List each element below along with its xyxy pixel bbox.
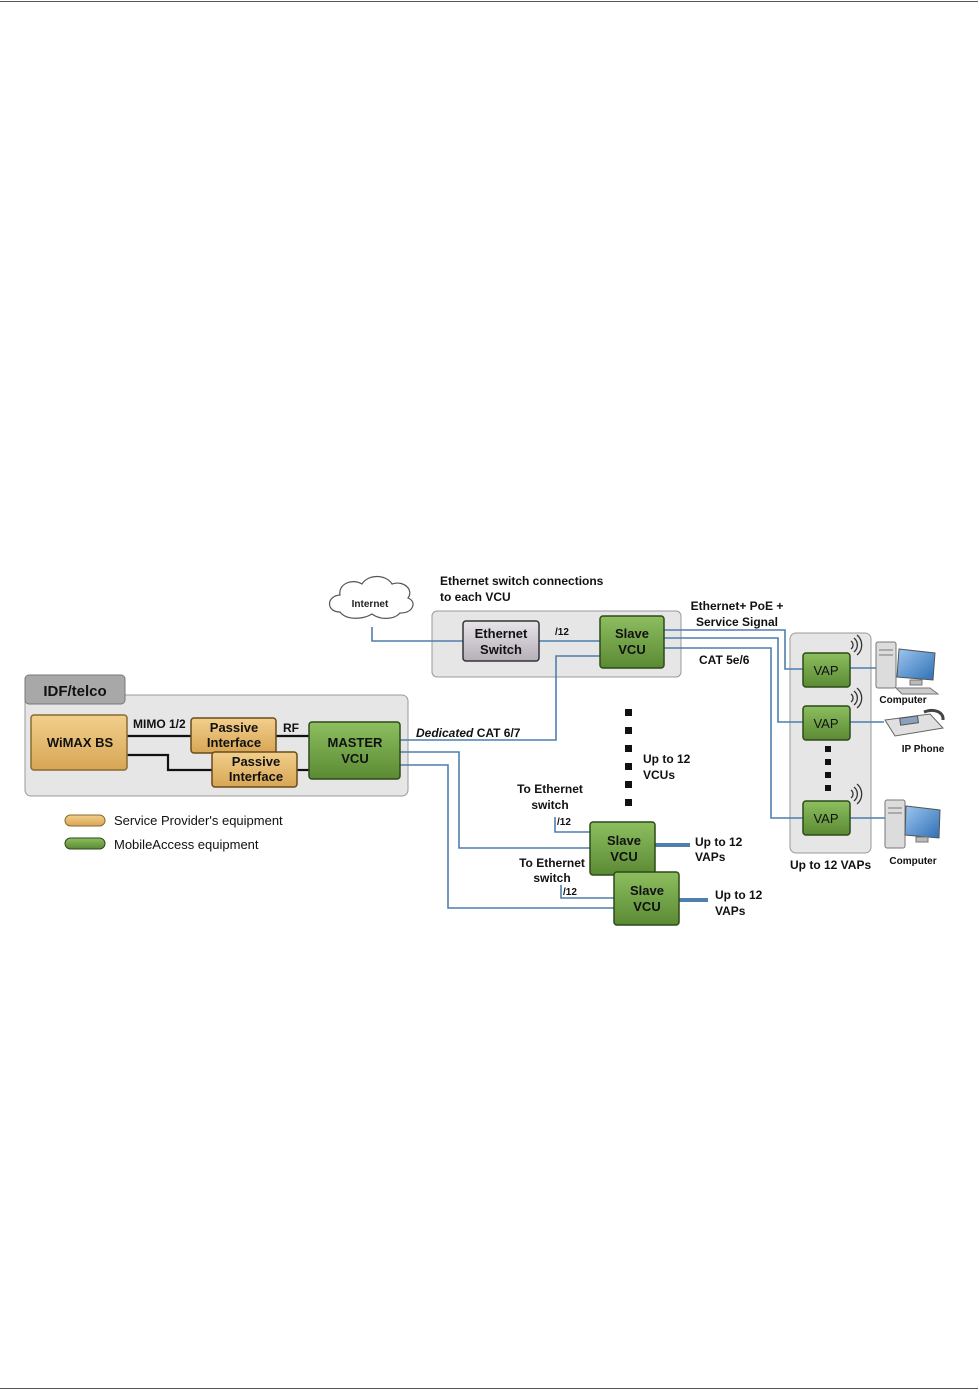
blue-cabling — [371, 627, 886, 909]
wimax-bs: WiMAX BS — [30, 714, 128, 771]
cat5-label: CAT 5e/6 — [699, 653, 750, 667]
vap-trunks — [655, 843, 708, 902]
idf-title-tab — [24, 674, 126, 705]
passive-interface-1-label-1: Passive — [210, 720, 258, 735]
slave-vcu-top: Slave VCU — [599, 615, 665, 669]
up-to-12-vcus-2: VCUs — [643, 768, 675, 782]
passive-interface-2-label-2: Interface — [229, 769, 283, 784]
eth-connections-caption-2: to each VCU — [440, 590, 511, 604]
fraction-label-mid: /12 — [557, 817, 571, 828]
vaps-mid-2: VAPs — [695, 850, 726, 864]
vaps-bot-1: Up to 12 — [715, 888, 763, 902]
master-vcu-label-1: MASTER — [328, 735, 384, 750]
computer-bot-icon — [884, 799, 941, 849]
slave-vcu-top-label-2: VCU — [618, 642, 645, 657]
vaps-mid-1: Up to 12 — [695, 835, 743, 849]
passive-interface-1-label-2: Interface — [207, 735, 261, 750]
slave-vcu-mid: Slave VCU — [589, 821, 656, 876]
rf-cabling — [127, 734, 309, 772]
idf-title: IDF/telco — [43, 683, 106, 700]
dedicated-cat-label: Dedicated CAT 6/7 — [416, 726, 521, 740]
legend-provider-label: Service Provider's equipment — [114, 813, 283, 828]
vap-3-label: VAP — [813, 811, 838, 826]
to-ethernet-switch-2a: To Ethernet — [519, 856, 585, 870]
vap-3: VAP — [802, 800, 851, 836]
slave-vcu-mid-label-2: VCU — [610, 849, 637, 864]
vap-ellipsis — [825, 746, 831, 791]
legend-mobileaccess-swatch — [64, 837, 106, 850]
vap-2: VAP — [802, 705, 851, 741]
passive-interface-2: Passive Interface — [211, 751, 298, 788]
internet-cloud: Internet — [328, 575, 414, 619]
computer-top-label: Computer — [879, 695, 926, 706]
to-ethernet-switch-2b: switch — [533, 871, 570, 885]
vcu-ellipsis — [625, 709, 632, 806]
vap-panel — [789, 632, 872, 854]
fraction-label-bot: /12 — [563, 887, 577, 898]
to-ethernet-switch-1a: To Ethernet — [517, 782, 583, 796]
wimax-bs-label: WiMAX BS — [47, 735, 114, 750]
ethernet-switch-label-1: Ethernet — [475, 626, 528, 641]
internet-label: Internet — [352, 599, 389, 610]
slave-vcu-bot-label-1: Slave — [630, 883, 664, 898]
ip-phone-label: IP Phone — [902, 744, 945, 755]
slave-vcu-mid-label-1: Slave — [607, 833, 641, 848]
eth-poe-caption-1: Ethernet+ PoE + — [691, 599, 784, 613]
slave-vcu-top-label-1: Slave — [615, 626, 649, 641]
vap-2-label: VAP — [813, 716, 838, 731]
dedicated-cat-italic: Dedicated — [416, 726, 474, 740]
top-rule — [0, 1, 978, 2]
master-vcu-label-2: VCU — [341, 751, 368, 766]
ip-phone-icon — [884, 708, 945, 737]
ethernet-switch: Ethernet Switch — [462, 620, 540, 662]
wireless-icon — [850, 634, 863, 805]
vap-1-label: VAP — [813, 663, 838, 678]
eth-poe-caption-2: Service Signal — [696, 615, 778, 629]
legend-mobileaccess-label: MobileAccess equipment — [114, 837, 259, 852]
to-ethernet-switch-1b: switch — [531, 798, 568, 812]
ethernet-switch-label-2: Switch — [480, 642, 522, 657]
passive-interface-2-label-1: Passive — [232, 754, 280, 769]
rf-label: RF — [283, 721, 299, 735]
bottom-rule — [0, 1388, 978, 1389]
computer-top-icon — [875, 641, 940, 695]
computer-bot-label: Computer — [889, 856, 936, 867]
slave-vcu-bot-label-2: VCU — [633, 899, 660, 914]
master-vcu: MASTER VCU — [308, 721, 401, 780]
dedicated-cat-rest: CAT 6/7 — [473, 726, 520, 740]
legend-provider-swatch — [64, 814, 106, 827]
fraction-label-top: /12 — [555, 627, 569, 638]
slave-vcu-bot: Slave VCU — [613, 871, 680, 926]
vap-1: VAP — [802, 652, 851, 688]
up-to-12-vaps-label: Up to 12 VAPs — [790, 858, 871, 872]
eth-connections-caption-1: Ethernet switch connections — [440, 574, 604, 588]
legend: Service Provider's equipment MobileAcces… — [64, 813, 283, 852]
up-to-12-vcus-1: Up to 12 — [643, 752, 691, 766]
vaps-bot-2: VAPs — [715, 904, 746, 918]
passive-interface-1: Passive Interface — [190, 717, 277, 754]
mimo-label: MIMO 1/2 — [133, 717, 186, 731]
